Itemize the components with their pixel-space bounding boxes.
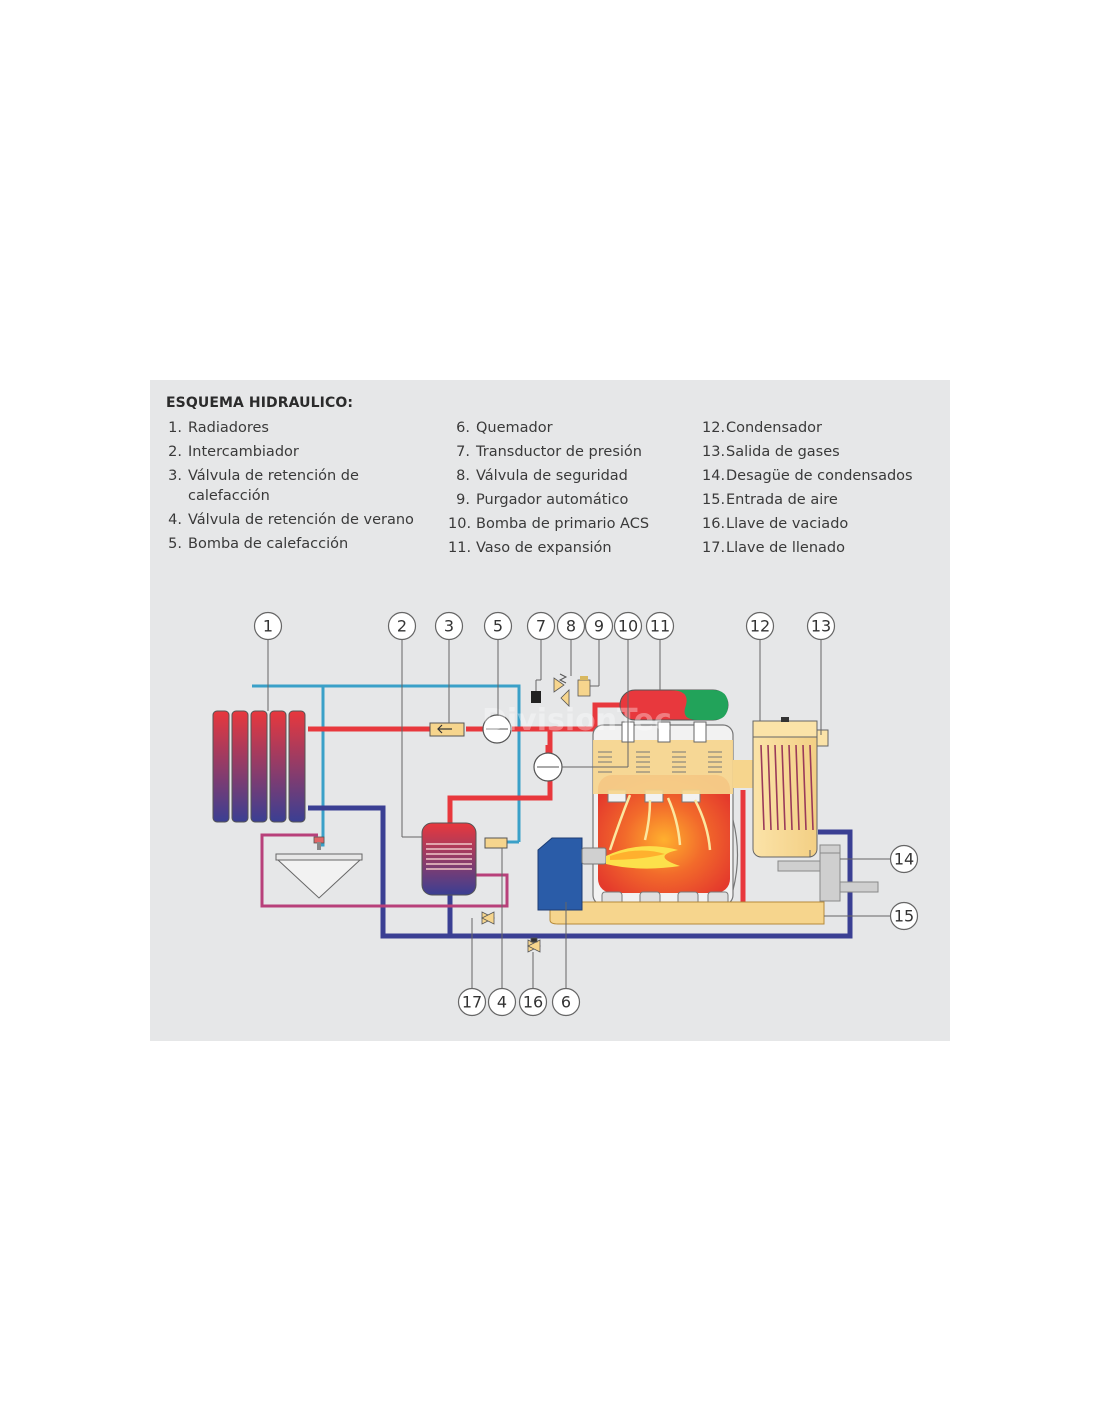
legend-item: 13.Salida de gases — [702, 444, 840, 460]
legend-item: 17.Llave de llenado — [702, 540, 845, 556]
radiators — [212, 710, 306, 823]
flue-connector — [733, 760, 755, 788]
drain-valve-icon — [527, 937, 541, 953]
callout-7: 7 — [526, 611, 556, 641]
boiler-body — [592, 721, 739, 907]
legend-item: 3.Válvula de retención de calefacción — [168, 468, 359, 504]
dhw-pump-icon — [533, 752, 563, 782]
callout-1: 1 — [253, 611, 283, 641]
callout-16: 16 — [518, 987, 548, 1017]
svg-text:12: 12 — [750, 617, 770, 636]
expansion-vessel — [619, 689, 729, 721]
watermark: DivisionTec — [482, 703, 672, 738]
svg-text:17: 17 — [462, 993, 482, 1012]
legend-item: 15.Entrada de aire — [702, 492, 838, 508]
svg-text:10: 10 — [618, 617, 638, 636]
legend-item: 14.Desagüe de condensados — [702, 468, 913, 484]
legend-item: 6.Quemador — [456, 420, 553, 436]
svg-text:14: 14 — [894, 850, 914, 869]
heating-pump-icon — [482, 714, 512, 744]
safety-valve-icon — [553, 673, 570, 707]
svg-text:16: 16 — [523, 993, 543, 1012]
legend-column-1: 1.Radiadores 2.Intercambiador 3.Válvula … — [160, 418, 420, 558]
svg-text:2: 2 — [397, 617, 407, 636]
legend-column-2: 6.Quemador 7.Transductor de presión 8.Vá… — [448, 418, 688, 562]
legend-item: 2.Intercambiador — [168, 444, 299, 460]
return-line — [260, 833, 509, 908]
air-intake-duct — [549, 901, 825, 925]
legend-item: 1.Radiadores — [168, 420, 269, 436]
callout-2: 2 — [387, 611, 417, 641]
svg-text:4: 4 — [497, 993, 507, 1012]
legend-item: 12.Condensador — [702, 420, 822, 436]
boiler-hydraulic-diagram: DivisionTec 1 2 — [212, 611, 919, 1017]
legend-item: 10.Bomba de primario ACS — [448, 516, 650, 532]
callout-9: 9 — [584, 611, 614, 641]
hydraulic-schema-panel: ESQUEMA HIDRAULICO: 1.Radiadores 2.Inter… — [150, 380, 950, 1041]
legend-item: 8.Válvula de seguridad — [456, 468, 628, 484]
callout-6: 6 — [551, 987, 581, 1017]
tap-icon — [313, 836, 325, 850]
svg-text:8: 8 — [566, 617, 576, 636]
svg-text:9: 9 — [594, 617, 604, 636]
summer-check-valve — [484, 837, 508, 849]
svg-text:11: 11 — [650, 617, 670, 636]
legend-item: 4.Válvula de retención de verano — [168, 512, 414, 528]
callout-8: 8 — [556, 611, 586, 641]
callout-11: 11 — [645, 611, 675, 641]
exchanger-tank — [421, 822, 477, 896]
legend-item: 16.Llave de vaciado — [702, 516, 849, 532]
legend-column-3: 12.Condensador 13.Salida de gases 14.Des… — [702, 418, 942, 562]
legend-item: 11.Vaso de expansión — [448, 540, 612, 556]
svg-text:13: 13 — [811, 617, 831, 636]
callout-12: 12 — [745, 611, 775, 641]
condenser — [752, 717, 829, 858]
legend-item: 9.Purgador automático — [456, 492, 629, 508]
callout-14: 14 — [889, 844, 919, 874]
callout-10: 10 — [613, 611, 643, 641]
svg-text:3: 3 — [444, 617, 454, 636]
svg-text:6: 6 — [561, 993, 571, 1012]
svg-text:15: 15 — [894, 907, 914, 926]
schema-title: ESQUEMA HIDRAULICO: — [166, 395, 354, 411]
cold-pipe — [308, 805, 853, 939]
svg-text:1: 1 — [263, 617, 273, 636]
svg-text:5: 5 — [493, 617, 503, 636]
callout-17: 17 — [457, 987, 487, 1017]
sink-icon — [275, 853, 363, 899]
leader-lines — [267, 640, 890, 988]
callout-13: 13 — [806, 611, 836, 641]
condensate-drain — [777, 844, 879, 902]
callout-15: 15 — [889, 901, 919, 931]
air-vent-icon — [577, 676, 591, 697]
burner — [537, 837, 680, 911]
callout-5: 5 — [483, 611, 513, 641]
svg-text:7: 7 — [536, 617, 546, 636]
fill-valve-icon — [481, 911, 495, 925]
legend-item: 7.Transductor de presión — [456, 444, 642, 460]
pressure-transducer-icon — [531, 691, 541, 703]
callout-4: 4 — [487, 987, 517, 1017]
callout-3: 3 — [434, 611, 464, 641]
heating-check-valve — [429, 722, 465, 737]
legend-item: 5.Bomba de calefacción — [168, 536, 349, 552]
